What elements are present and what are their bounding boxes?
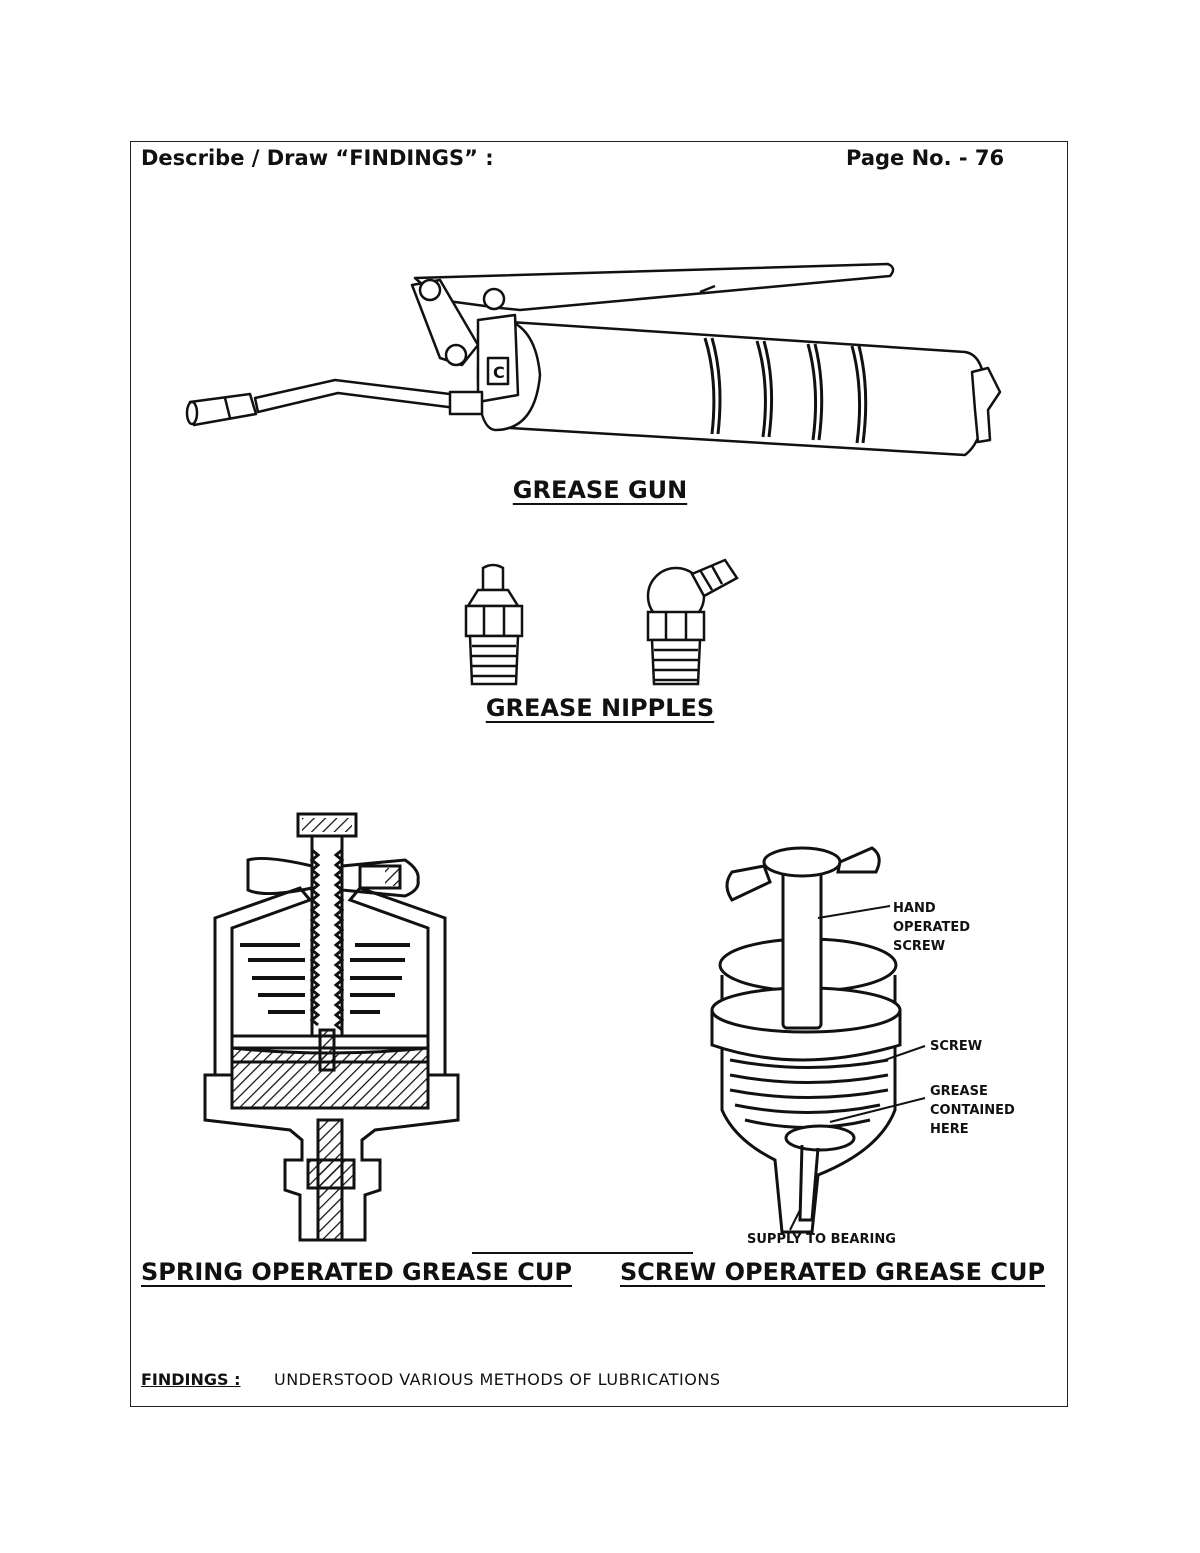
findings-label: FINDINGS : <box>141 1370 241 1389</box>
findings-section: FINDINGS : UNDERSTOOD VARIOUS METHODS OF… <box>141 1370 720 1389</box>
svg-text:C: C <box>493 363 505 382</box>
grease-nipple-angled-drawing <box>646 558 739 686</box>
caption-spring-cup: SPRING OPERATED GREASE CUP <box>141 1258 572 1286</box>
screw-grease-cup-drawing <box>710 846 926 1234</box>
spring-grease-cup-drawing <box>203 812 460 1242</box>
label-contained: CONTAINED <box>930 1103 1015 1118</box>
grease-gun-drawing: C <box>185 262 1002 457</box>
caption-grease-gun: GREASE GUN <box>512 476 688 504</box>
findings-text: UNDERSTOOD VARIOUS METHODS OF LUBRICATIO… <box>274 1370 721 1389</box>
label-operated: OPERATED <box>893 920 970 935</box>
label-hand: HAND <box>893 901 936 916</box>
caption-grease-nipples: GREASE NIPPLES <box>485 694 715 722</box>
label-screw: SCREW <box>930 1039 982 1054</box>
page-frame <box>130 141 1068 1407</box>
grease-nipple-straight-drawing <box>464 563 524 686</box>
header-instruction: Describe / Draw “FINDINGS” : <box>141 146 494 170</box>
label-here: HERE <box>930 1122 969 1137</box>
label-grease: GREASE <box>930 1084 988 1099</box>
label-supply-to-bearing: SUPPLY TO BEARING <box>747 1232 896 1247</box>
page-number: Page No. - 76 <box>846 146 1005 170</box>
label-screw-hand: SCREW <box>893 939 945 954</box>
caption-screw-cup: SCREW OPERATED GREASE CUP <box>620 1258 1046 1286</box>
